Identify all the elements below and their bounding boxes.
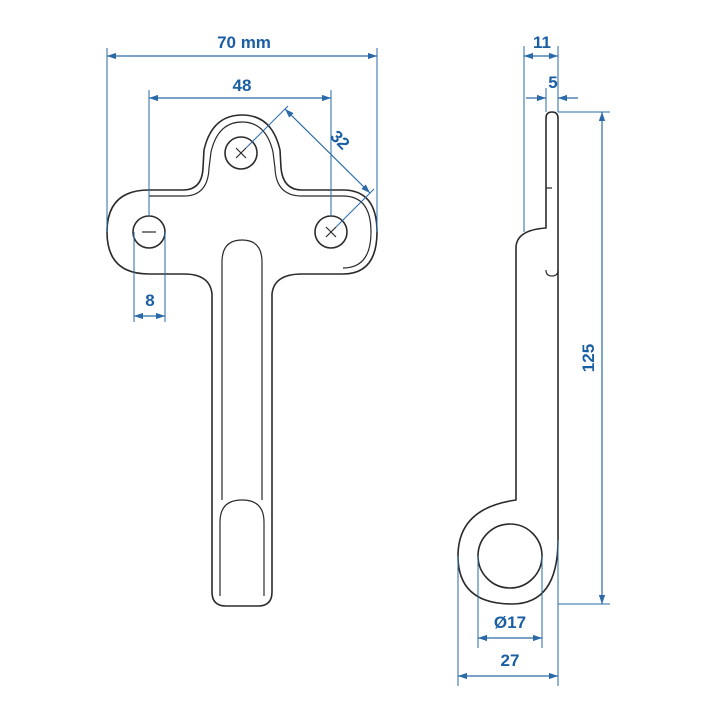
dimension-overall-width: 70 mm: [106, 33, 378, 232]
label-eye-diameter: Ø17: [494, 613, 526, 632]
mounting-hole-top: [224, 136, 258, 170]
label-plate-thickness: 5: [548, 73, 557, 92]
dimension-hole-offset: 8: [133, 232, 166, 322]
dimension-diagonal-spacing: 32: [245, 105, 375, 228]
eye-hole: [477, 523, 543, 589]
front-view: [106, 114, 378, 607]
label-overall-width: 70 mm: [217, 33, 271, 52]
plate-outline: [106, 114, 378, 607]
side-bend-line: [545, 187, 559, 277]
dimension-side-thickness: 11: [523, 33, 559, 232]
label-hole-spacing: 48: [233, 76, 252, 95]
label-eye-width: 27: [501, 651, 520, 670]
dimension-plate-thickness: 5: [526, 73, 578, 112]
rib-outline: [221, 239, 263, 500]
dimension-hole-spacing: 48: [148, 76, 332, 216]
hole-center-marks: [142, 147, 337, 238]
dimension-eye-diameter: Ø17: [477, 556, 543, 648]
label-side-thickness: 11: [533, 33, 551, 52]
rib-end: [219, 499, 265, 596]
side-view: [457, 111, 559, 605]
plate-inner-edge: [149, 121, 372, 269]
label-length: 125: [579, 344, 598, 372]
side-profile-outline: [457, 111, 559, 605]
dimension-eye-width: 27: [457, 540, 559, 686]
dimension-length: 125: [558, 111, 610, 605]
label-hole-offset: 8: [145, 291, 154, 310]
